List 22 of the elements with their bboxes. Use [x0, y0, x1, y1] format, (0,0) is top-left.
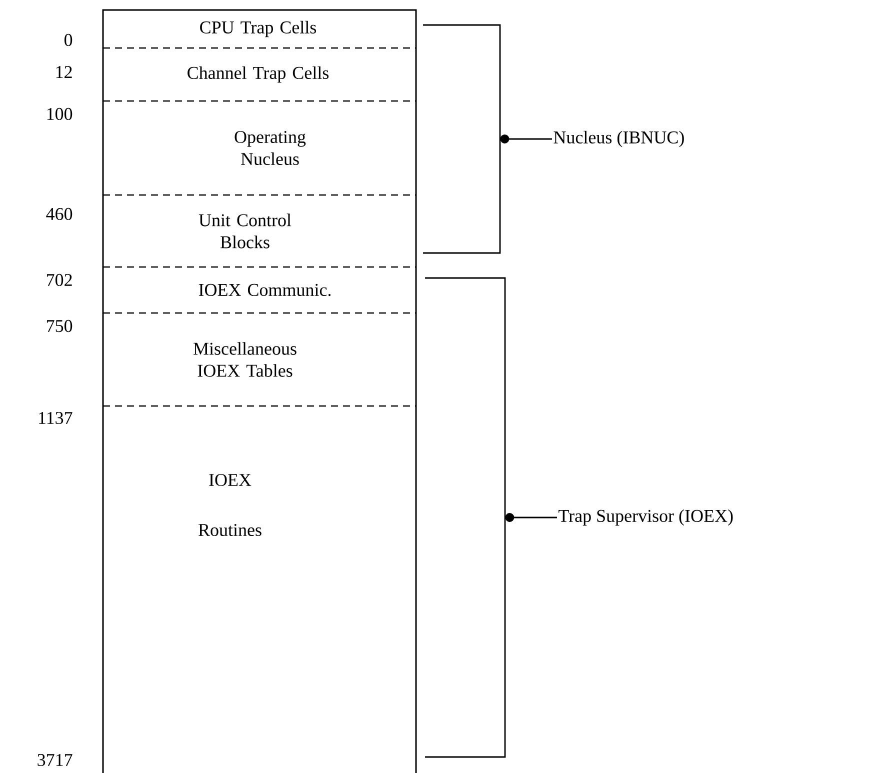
- address-label: 0: [64, 34, 72, 46]
- address-label: 750: [47, 320, 72, 332]
- memory-section: Unit Control Blocks: [198, 214, 292, 248]
- bracket-label: Nucleus (IBNUC): [554, 130, 684, 148]
- address-label: 460: [46, 208, 72, 220]
- address-label: 100: [47, 108, 72, 120]
- bracket: [423, 24, 501, 254]
- address-label: 702: [47, 274, 72, 286]
- memory-section: Operating Nucleus: [234, 130, 306, 166]
- leader-line: [505, 513, 557, 522]
- address-label: 3717: [38, 754, 72, 766]
- address-label: 1137: [39, 412, 72, 424]
- bracket-label: Trap Supervisor (IOEX): [558, 509, 733, 526]
- memory-section: CPU Trap Cells: [200, 20, 316, 38]
- memory-section: Miscellaneous IOEX Tables: [194, 342, 296, 377]
- leader-line: [500, 134, 552, 144]
- address-label: 12: [56, 66, 72, 78]
- memory-section: Channel Trap Cells: [188, 66, 329, 83]
- memory-section: IOEX Routines: [198, 474, 262, 536]
- memory-section: IOEX Communic.: [198, 284, 331, 296]
- bracket: [425, 277, 506, 758]
- memory-column: [102, 9, 417, 773]
